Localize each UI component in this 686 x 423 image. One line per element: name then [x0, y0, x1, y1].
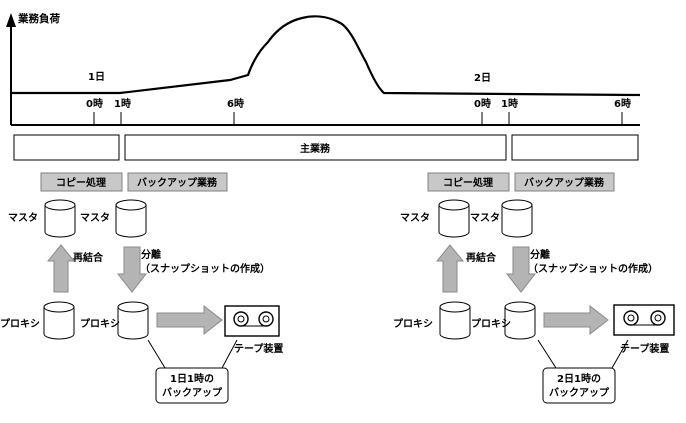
day2-label: 2日	[474, 72, 491, 84]
y-axis-arrowhead	[6, 13, 16, 27]
master-disk-left-icon	[438, 199, 470, 238]
schedule-box-day2-night	[511, 134, 639, 161]
backup-job-label: バックアップ業務	[524, 176, 605, 189]
backup-time-callout	[542, 367, 616, 404]
copy-process-label: コピー処理	[443, 176, 493, 189]
master-disk-right-icon	[501, 199, 533, 238]
master-right-label: マスタ	[80, 212, 110, 224]
copy-process-label-box	[40, 172, 123, 192]
tick-label-d1-0: 0時	[86, 97, 103, 110]
rejoin-arrow	[435, 244, 465, 293]
to-tape-arrow	[156, 304, 223, 336]
schedule-box-main-job	[124, 134, 507, 161]
proxy-disk-left-icon	[439, 301, 471, 340]
backup-time-label-2: バックアップ	[162, 386, 223, 399]
backup-time-callout	[155, 367, 229, 404]
backup-panel-day2: コピー処理 バックアップ業務 マスタ マスタ 再結合 分離 （スナップショットの…	[393, 172, 675, 404]
master-disk-left-icon	[44, 199, 76, 238]
rejoin-arrow	[46, 244, 76, 293]
split-label: 分離	[141, 248, 161, 261]
backup-time-label-1: 1日1時の	[170, 372, 214, 385]
day1-label: 1日	[88, 71, 105, 83]
backup-job-label: バックアップ業務	[137, 176, 218, 189]
tick-label-d2-6: 6時	[614, 97, 631, 110]
workload-graph: 業務負荷 1日 2日 0時 1時 6時 0時 1時 6時	[6, 12, 641, 126]
backup-job-label-box	[514, 172, 615, 192]
copy-process-label-box	[427, 172, 510, 192]
tape-drive-label: テープ装置	[620, 342, 669, 355]
split-arrow	[116, 246, 148, 293]
master-right-label: マスタ	[470, 212, 500, 224]
master-left-label: マスタ	[400, 212, 430, 224]
proxy-right-label: プロキシ	[471, 317, 511, 330]
backup-time-label-1: 2日1時の	[557, 372, 601, 385]
schedule-box-day1-night	[13, 134, 120, 161]
workload-curve	[11, 15, 641, 97]
backup-job-label-box	[127, 172, 228, 192]
proxy-disk-left-icon	[43, 301, 75, 340]
callout-line-left	[147, 339, 166, 369]
snapshot-label: （スナップショットの作成）	[528, 262, 658, 275]
backup-panel-day1: コピー処理 バックアップ業務 マスタ マスタ 再結合 分離 （スナップショットの…	[0, 172, 283, 404]
proxy-left-label: プロキシ	[393, 317, 433, 330]
y-axis-label: 業務負荷	[17, 12, 60, 25]
to-tape-arrow	[543, 304, 609, 336]
callout-line-left	[537, 339, 557, 369]
tick-label-d1-6: 6時	[227, 97, 244, 110]
tape-drive-icon	[224, 305, 280, 337]
split-arrow	[505, 246, 537, 293]
proxy-right-label: プロキシ	[80, 317, 120, 330]
tick-label-d1-1: 1時	[114, 97, 131, 110]
rejoin-label: 再結合	[466, 251, 497, 264]
tick-label-d2-1: 1時	[501, 97, 518, 110]
proxy-left-label: プロキシ	[0, 317, 40, 330]
rejoin-label: 再結合	[73, 251, 104, 264]
proxy-disk-right-icon	[504, 301, 536, 340]
copy-process-label: コピー処理	[56, 176, 106, 189]
backup-time-label-2: バックアップ	[549, 386, 610, 399]
master-left-label: マスタ	[8, 212, 38, 224]
tape-drive-label: テープ装置	[234, 342, 283, 355]
proxy-disk-right-icon	[117, 301, 149, 340]
main-job-label: 主業務	[300, 142, 331, 155]
tape-drive-icon	[613, 304, 675, 336]
split-label: 分離	[530, 248, 550, 261]
snapshot-label: （スナップショットの作成）	[140, 262, 270, 275]
callout-line-right	[221, 339, 238, 369]
master-disk-right-icon	[115, 199, 147, 238]
callout-line-right	[611, 339, 629, 369]
tick-label-d2-0: 0時	[474, 97, 491, 110]
schedule-bars: 主業務	[13, 134, 639, 161]
